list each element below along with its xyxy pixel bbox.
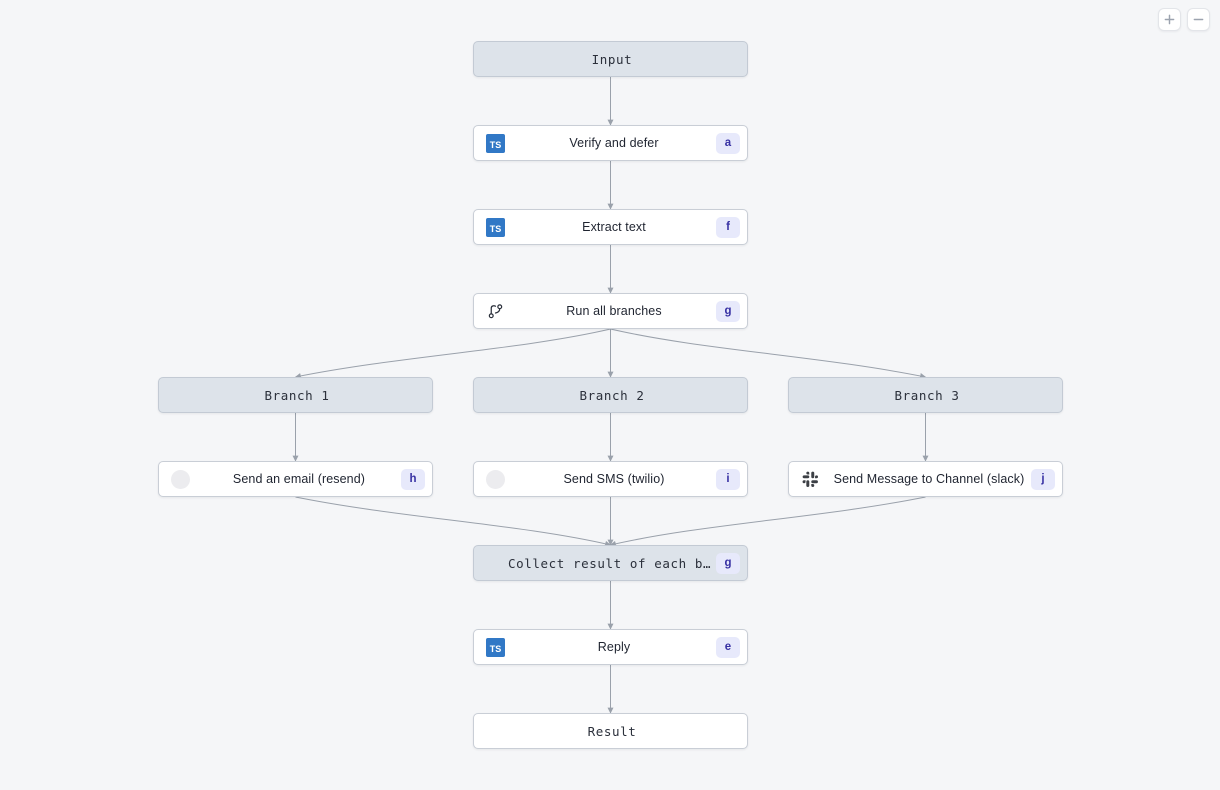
node-extract-text[interactable]: TS Extract text f (473, 209, 748, 245)
minus-icon (1193, 18, 1204, 21)
svg-text:TS: TS (489, 643, 501, 653)
node-label: Collect result of each branch (508, 555, 716, 571)
typescript-icon: TS (478, 637, 512, 657)
svg-text:TS: TS (489, 223, 501, 233)
slack-icon (793, 471, 827, 488)
node-branch-3[interactable]: Branch 3 (788, 377, 1063, 413)
node-badge[interactable]: h (401, 468, 425, 490)
node-label: Result (587, 723, 637, 739)
node-badge[interactable]: j (1031, 468, 1055, 490)
typescript-icon: TS (478, 217, 512, 237)
node-label: Branch 3 (894, 387, 960, 403)
node-badge[interactable]: g (716, 300, 740, 322)
node-label: Branch 2 (579, 387, 645, 403)
node-label: Send SMS (twilio) (563, 472, 665, 486)
edge-runall-to-branch1 (294, 328, 611, 379)
node-label: Reply (597, 640, 631, 654)
node-badge[interactable]: e (716, 636, 740, 658)
node-label: Send Message to Channel (slack) (833, 472, 1025, 486)
node-collect-result-of-each-branch[interactable]: Collect result of each branch g (473, 545, 748, 581)
circle-placeholder-icon (163, 469, 197, 489)
node-badge[interactable]: f (716, 216, 740, 238)
node-branch-1[interactable]: Branch 1 (158, 377, 433, 413)
branch-icon (478, 303, 512, 320)
node-badge[interactable]: g (716, 552, 740, 574)
edge-slack-to-collect (609, 496, 926, 547)
node-result[interactable]: Result (473, 713, 748, 749)
node-send-sms-twilio[interactable]: Send SMS (twilio) i (473, 461, 748, 497)
node-verify-and-defer[interactable]: TS Verify and defer a (473, 125, 748, 161)
zoom-in-button[interactable] (1158, 8, 1181, 31)
edge-email-to-collect (295, 496, 612, 547)
node-label: Verify and defer (569, 136, 659, 150)
typescript-icon: TS (478, 133, 512, 153)
node-label: Run all branches (566, 304, 662, 318)
edge-runall-to-branch3 (610, 328, 927, 379)
node-reply[interactable]: TS Reply e (473, 629, 748, 665)
node-label: Branch 1 (264, 387, 330, 403)
node-label: Extract text (582, 220, 646, 234)
node-input[interactable]: Input (473, 41, 748, 77)
plus-icon (1164, 14, 1175, 25)
svg-text:TS: TS (489, 139, 501, 149)
node-run-all-branches[interactable]: Run all branches g (473, 293, 748, 329)
node-send-message-to-channel-slack[interactable]: Send Message to Channel (slack) j (788, 461, 1063, 497)
node-branch-2[interactable]: Branch 2 (473, 377, 748, 413)
node-send-an-email-resend[interactable]: Send an email (resend) h (158, 461, 433, 497)
zoom-out-button[interactable] (1187, 8, 1210, 31)
node-label: Send an email (resend) (232, 472, 366, 486)
zoom-controls (1158, 8, 1210, 31)
node-badge[interactable]: i (716, 468, 740, 490)
circle-placeholder-icon (478, 469, 512, 489)
node-label: Input (591, 51, 633, 67)
node-badge[interactable]: a (716, 132, 740, 154)
